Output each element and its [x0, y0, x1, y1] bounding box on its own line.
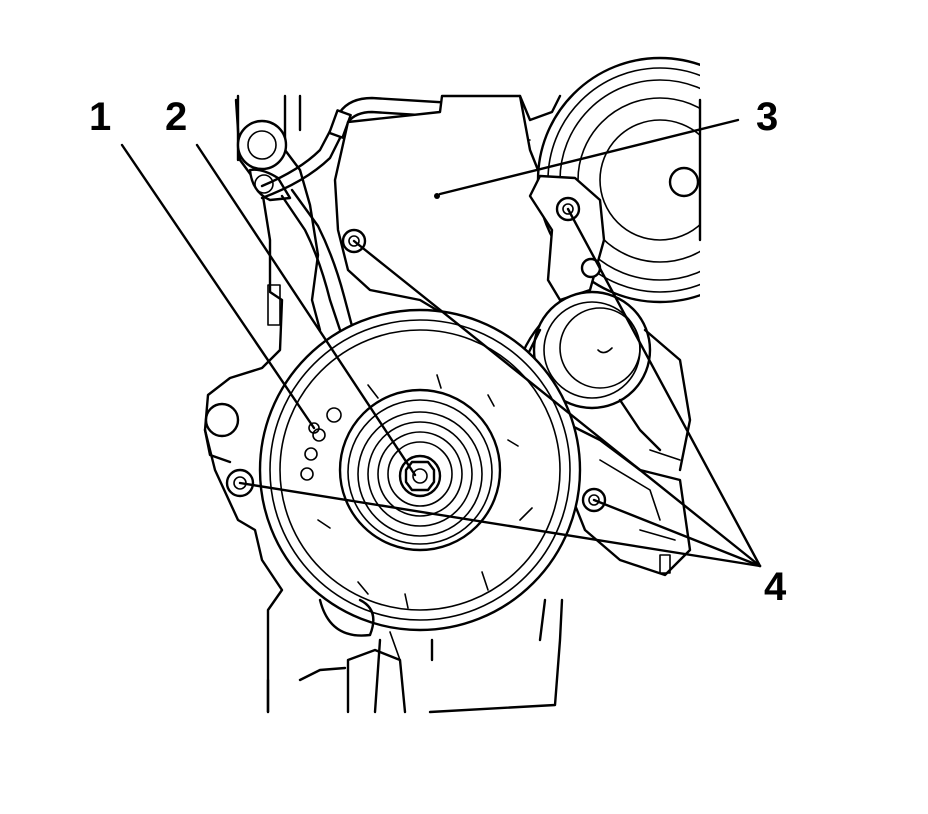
callout-4: 4 — [764, 565, 787, 609]
callout-labels: 1 2 3 4 — [89, 95, 787, 609]
callout-1: 1 — [89, 95, 111, 139]
leader-3 — [438, 118, 740, 196]
leader-4d — [238, 481, 762, 568]
leader-4a — [566, 207, 762, 568]
callout-3: 3 — [756, 95, 778, 139]
leader-2 — [195, 143, 417, 477]
leader-1 — [120, 143, 316, 430]
camshaft-pulley — [536, 56, 928, 320]
oil-pan — [318, 598, 434, 662]
leader-4b — [352, 239, 762, 568]
top-left-bracket — [236, 119, 292, 202]
callout-2: 2 — [165, 95, 187, 139]
leader-4c — [592, 498, 762, 568]
crankshaft-balancer — [258, 308, 582, 632]
leader-lines — [120, 118, 762, 568]
